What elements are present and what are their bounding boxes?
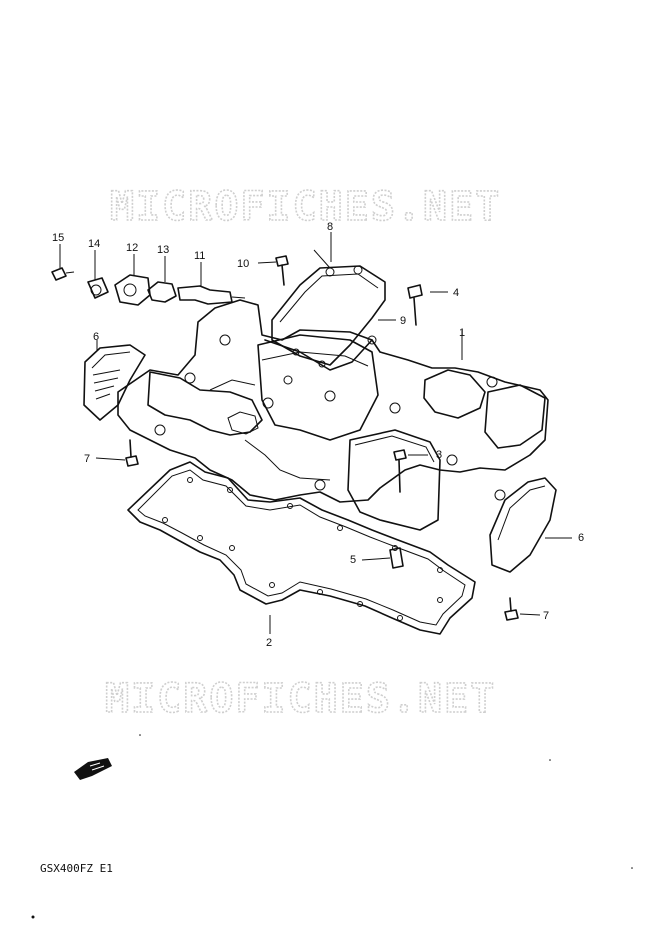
callout-8: 8 bbox=[327, 221, 333, 233]
housing-part-12 bbox=[114, 274, 151, 306]
sensor-part-11 bbox=[177, 285, 233, 305]
watermark-top: MICROFICHES.NET bbox=[110, 184, 501, 230]
callout-15: 15 bbox=[52, 232, 64, 244]
cap-part-14 bbox=[87, 277, 109, 299]
leader-lines bbox=[59, 232, 572, 634]
cylinder-head-cover-gasket bbox=[127, 461, 476, 635]
bolt-part-10 bbox=[275, 255, 289, 286]
callout-2: 2 bbox=[266, 637, 272, 649]
bolt-part-7-right bbox=[504, 597, 519, 621]
callout-11: 11 bbox=[194, 250, 205, 262]
callout-7-right: 7 bbox=[543, 610, 549, 622]
callout-9: 9 bbox=[400, 315, 406, 327]
callout-10: 10 bbox=[237, 258, 249, 270]
callout-7-left: 7 bbox=[84, 453, 90, 465]
screw-part-15 bbox=[51, 267, 67, 281]
side-cap-right bbox=[489, 477, 557, 573]
callout-6-right: 6 bbox=[578, 532, 584, 544]
bolt-part-7-left bbox=[125, 439, 139, 467]
model-code: GSX400FZ E1 bbox=[40, 862, 113, 875]
dowel-part-5 bbox=[389, 547, 404, 569]
switch-assembly bbox=[51, 267, 246, 306]
oring-part-13 bbox=[147, 281, 177, 303]
callouts: 1 2 3 4 5 6 6 7 7 8 9 10 11 12 13 14 15 bbox=[52, 221, 584, 649]
watermark-bottom: MICROFICHES.NET bbox=[105, 676, 496, 722]
callout-3: 3 bbox=[436, 449, 442, 461]
scan-specks bbox=[31, 734, 633, 919]
side-cap-left bbox=[83, 344, 146, 421]
breather-cover bbox=[264, 249, 386, 371]
callout-12: 12 bbox=[126, 242, 138, 254]
cylinder-head-cover bbox=[117, 299, 549, 531]
callout-14: 14 bbox=[88, 238, 100, 250]
callout-5: 5 bbox=[350, 554, 356, 566]
bolt-part-3 bbox=[393, 449, 407, 493]
callout-13: 13 bbox=[157, 244, 169, 256]
callout-6-left: 6 bbox=[93, 331, 99, 343]
bolt-part-4 bbox=[407, 284, 423, 326]
front-direction-arrow-icon bbox=[74, 758, 112, 780]
callout-4: 4 bbox=[453, 287, 459, 299]
callout-1: 1 bbox=[459, 327, 465, 339]
